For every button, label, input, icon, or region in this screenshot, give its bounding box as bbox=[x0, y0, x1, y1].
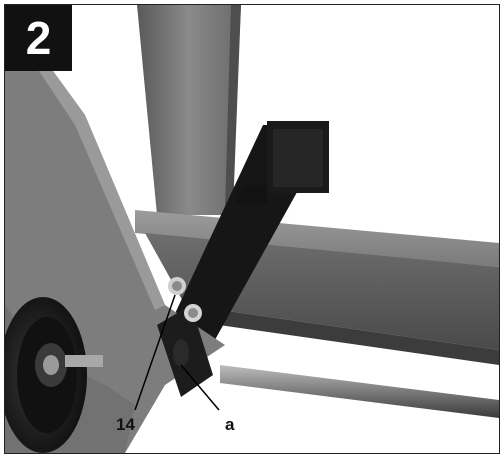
leader-a bbox=[180, 364, 220, 411]
callout-label-14: 14 bbox=[116, 415, 135, 434]
figure-frame: 2 14 a bbox=[4, 4, 500, 454]
leader-14 bbox=[134, 294, 176, 411]
wheel bbox=[5, 297, 103, 453]
bolt-lower bbox=[184, 304, 202, 322]
assembly-photo bbox=[5, 5, 499, 453]
callout-label-a: a bbox=[225, 415, 235, 434]
bolt-upper bbox=[168, 277, 186, 295]
figure-number-badge: 2 bbox=[5, 5, 72, 71]
rear-leg bbox=[137, 5, 241, 215]
axle-rod bbox=[220, 365, 499, 418]
